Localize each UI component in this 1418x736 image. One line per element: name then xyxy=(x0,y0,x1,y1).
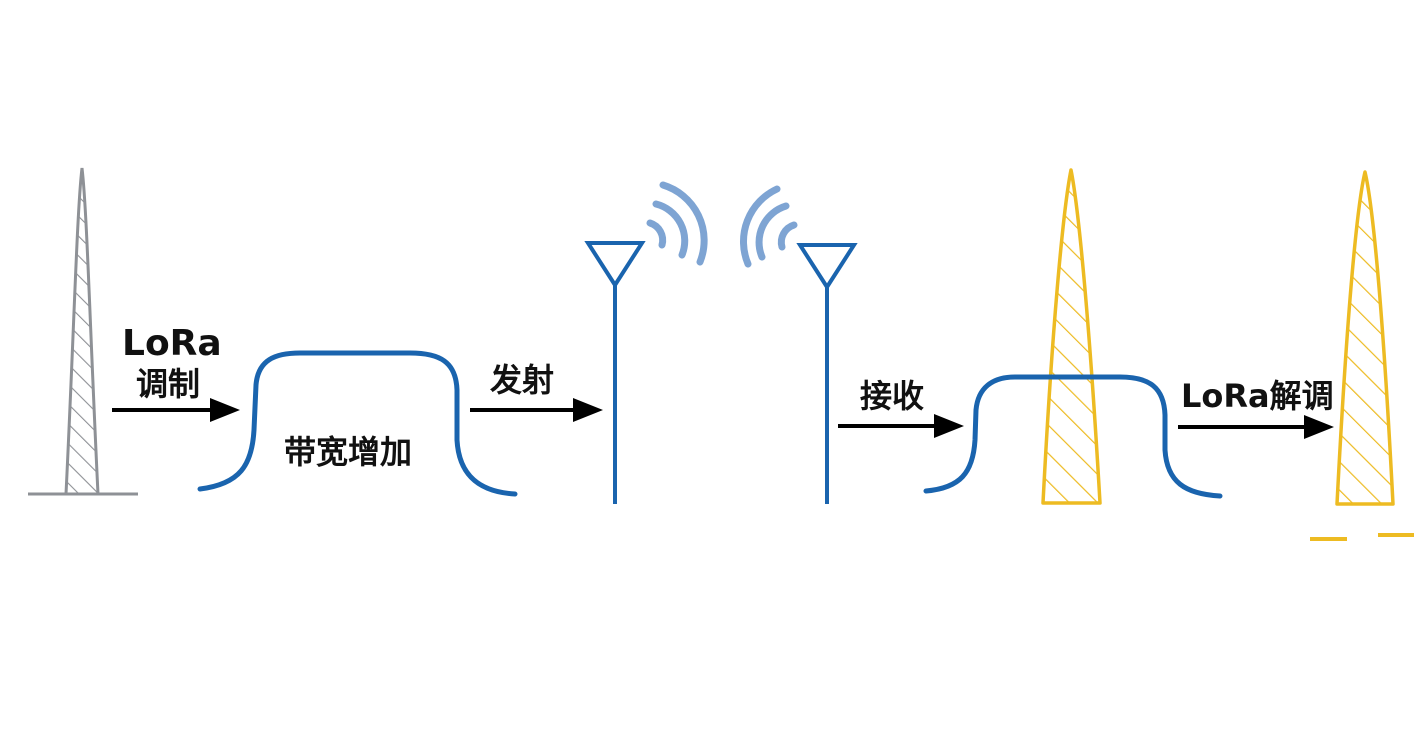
arrow-modulation xyxy=(112,398,240,422)
receive-wave-icon xyxy=(740,185,798,268)
demodulation-label: LoRa解调 xyxy=(1181,377,1334,415)
transmit-wave-icon xyxy=(646,181,708,266)
spread-spectrum-icon xyxy=(197,350,518,497)
modulation-label-tiaozhi: 调制 xyxy=(136,365,201,403)
modulation-label-lora: LoRa xyxy=(122,323,222,364)
received-spectrum-icon xyxy=(923,168,1223,505)
arrow-demodulation xyxy=(1178,415,1334,439)
transmit-label: 发射 xyxy=(490,361,555,399)
arrow-receive xyxy=(838,414,964,438)
bandwidth-increase-label: 带宽增加 xyxy=(284,433,413,471)
transmit-antenna-icon xyxy=(584,241,646,504)
arrow-transmit xyxy=(470,398,603,422)
receive-label: 接收 xyxy=(860,377,925,415)
receive-antenna-icon xyxy=(796,243,858,504)
demodulated-signal-icon xyxy=(1310,170,1414,541)
narrowband-signal-icon xyxy=(28,167,138,496)
